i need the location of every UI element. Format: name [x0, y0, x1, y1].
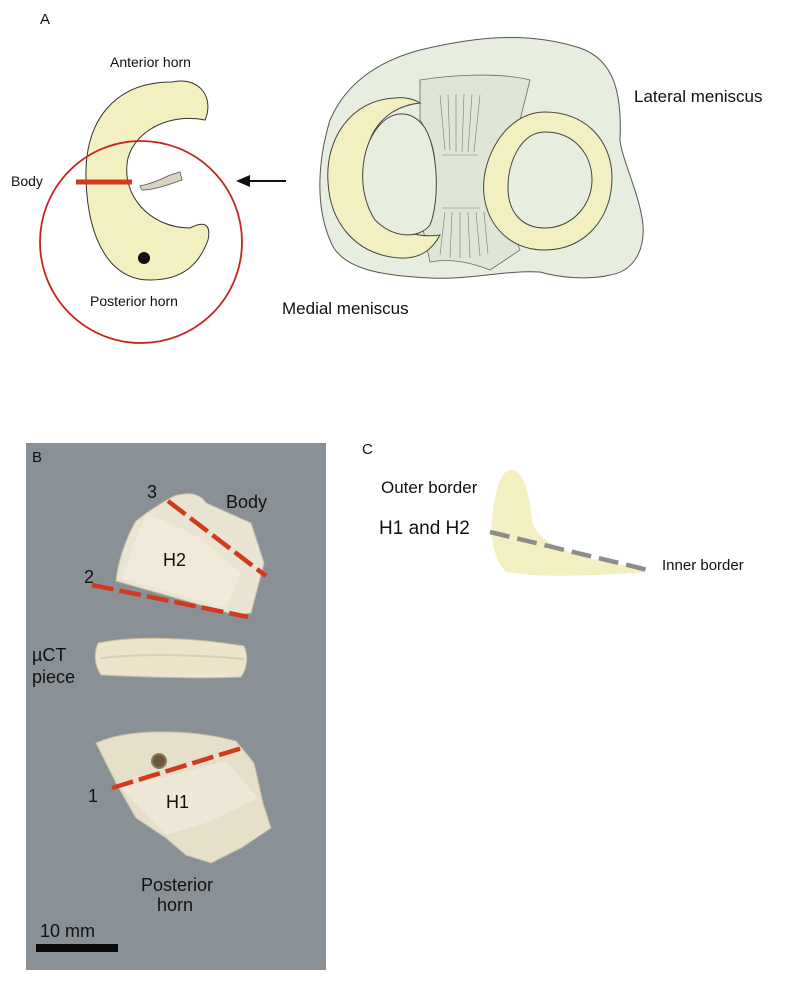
uct-specimen [94, 637, 248, 679]
meniscus-cross-section [491, 469, 645, 576]
label-posterior-horn: Posterior horn [90, 293, 178, 309]
label-horn: horn [157, 895, 194, 915]
label-cut-1: 1 [88, 786, 99, 806]
posterior-horn-dot [138, 252, 150, 264]
ligament-fibres [439, 93, 489, 259]
label-cut-3: 3 [147, 482, 158, 502]
label-posterior: Posterior [141, 875, 214, 895]
label-piece: piece [32, 667, 76, 687]
label-h2: H2 [163, 550, 187, 570]
cut-line-2 [91, 582, 249, 620]
panel-a-letter: A [40, 11, 51, 28]
cross-section-diagram [489, 469, 649, 576]
label-h1: H1 [166, 792, 190, 812]
medial-inner-space [362, 113, 437, 236]
label-body-b: Body [226, 492, 268, 512]
scale-bar [36, 944, 118, 952]
panel-b-letter: B [32, 449, 43, 466]
label-cut-2: 2 [84, 567, 95, 587]
panel-b-photo: 3 Body H2 2 µCT piece 1 H1 Posterior hor… [26, 443, 326, 970]
pointer-arrow-head [236, 175, 250, 187]
label-medial-meniscus: Medial meniscus [282, 299, 409, 318]
label-lateral-meniscus: Lateral meniscus [634, 87, 763, 106]
cut-line-3 [166, 499, 268, 578]
panel-c-letter: C [362, 441, 373, 458]
medial-meniscus-schematic [39, 80, 286, 344]
label-inner-border: Inner border [662, 557, 744, 574]
medial-meniscus-drawing [327, 97, 441, 259]
label-h1-and-h2: H1 and H2 [379, 518, 470, 539]
label-outer-border: Outer border [381, 478, 478, 497]
scale-bar-label: 10 mm [40, 921, 96, 941]
tissue-piece-icon [139, 171, 183, 191]
tibial-plateau-illustration [319, 37, 644, 279]
label-anterior-horn: Anterior horn [110, 54, 191, 70]
lateral-inner-space [507, 131, 593, 229]
label-body: Body [11, 173, 43, 189]
specimen-photo-drawing [36, 493, 272, 952]
cut-line-1 [111, 745, 243, 791]
highlight-circle [39, 140, 243, 344]
marker-hole [151, 753, 167, 769]
label-uct: µCT [32, 645, 67, 665]
